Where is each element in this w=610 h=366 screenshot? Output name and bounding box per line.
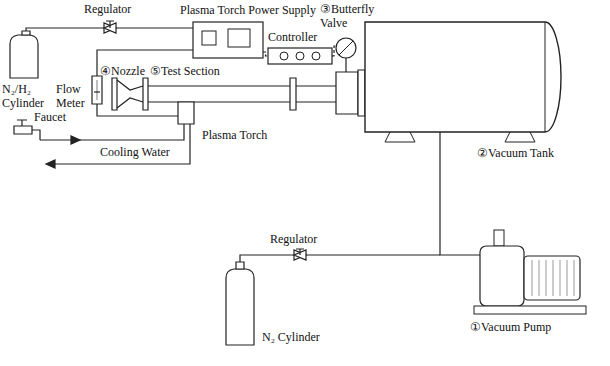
regulator-symbol — [106, 21, 114, 28]
cooling-fin — [532, 260, 533, 296]
vacuum-tank: ②Vacuum Tank — [365, 14, 565, 162]
signal-line — [332, 46, 336, 56]
cooling-fin — [553, 260, 554, 296]
faucet — [17, 120, 27, 126]
meter-window — [228, 29, 250, 47]
knob — [296, 52, 304, 60]
regulator-symbol — [294, 249, 306, 260]
valve-actuator — [336, 38, 356, 58]
part-name: Cooling Water — [100, 145, 170, 159]
valve-body — [336, 72, 358, 114]
gas-cylinder — [22, 31, 30, 35]
flow-meter — [97, 80, 98, 100]
gas-cylinder — [10, 31, 38, 78]
controller-box — [268, 48, 332, 64]
node-outline — [474, 230, 586, 314]
exhaust-stack — [494, 230, 504, 246]
tank-leg — [385, 132, 535, 142]
controller: Controller — [268, 30, 332, 66]
gas-cylinder — [10, 35, 38, 78]
cooling-fin — [546, 260, 547, 296]
part-name: Faucet — [34, 110, 66, 124]
pump-housing — [480, 246, 524, 306]
test-section — [148, 78, 336, 110]
regulator-symbol — [294, 250, 306, 260]
part-name: N₂/H₂ Cylinder — [2, 82, 54, 110]
cooling-water-pipe — [71, 136, 80, 144]
cooling-water-pipe — [46, 160, 55, 168]
regulator-symbol — [294, 250, 306, 260]
part-label: ②Vacuum Tank — [477, 146, 554, 160]
flow-meter — [92, 76, 102, 104]
regulator-symbol — [296, 249, 304, 255]
gas-cylinder — [236, 262, 244, 269]
test-section — [148, 86, 290, 102]
cooling-fin — [560, 260, 561, 296]
nozzle — [117, 80, 143, 90]
power-supply-box — [193, 22, 263, 58]
faucet — [14, 126, 32, 134]
cooling-water-pipe — [48, 124, 190, 164]
gas-pipe — [97, 104, 178, 116]
part-name: Flow Meter — [56, 82, 90, 110]
knob — [280, 52, 288, 60]
valve-body — [336, 58, 365, 116]
knob — [312, 52, 320, 60]
regulator-symbol — [104, 21, 116, 33]
part-name: Plasma Torch — [202, 128, 267, 142]
tank-seam — [545, 22, 546, 132]
plasma-torch — [178, 102, 194, 124]
node-art — [470, 222, 590, 336]
flow-meter — [92, 76, 102, 104]
nozzle — [112, 78, 148, 110]
cooling-water-pipe — [40, 124, 184, 140]
signal-line — [263, 52, 268, 56]
valve-disk — [339, 41, 353, 55]
part-name: ⑤Test Section — [150, 64, 220, 78]
cooling-fin — [539, 260, 540, 296]
test-section — [290, 78, 296, 110]
part-label: ③Butterfly Valve — [320, 2, 392, 30]
motor-body — [524, 256, 580, 300]
gas-pipe — [240, 255, 440, 262]
valve-body — [358, 70, 365, 116]
vacuum-pipe — [440, 132, 480, 255]
gas-cylinder — [226, 262, 254, 345]
part-name: N₂ Cylinder — [262, 330, 320, 344]
nozzle — [143, 78, 148, 110]
part-name: Regulator — [270, 232, 317, 246]
node-art — [365, 14, 565, 162]
gas-pipe — [240, 255, 440, 262]
meter-window — [202, 31, 216, 45]
nozzle — [112, 78, 117, 110]
gas-cylinder — [226, 269, 254, 345]
valve-body — [345, 58, 346, 72]
pump-base — [474, 306, 586, 314]
cooling-fin — [574, 260, 575, 296]
vacuum-pump: ①Vacuum Pump — [470, 222, 590, 336]
part-label: Controller — [268, 30, 317, 44]
node-outline — [365, 22, 561, 142]
test-section — [296, 86, 336, 102]
node-outline — [193, 22, 263, 58]
part-name: Regulator — [84, 2, 131, 16]
cooling-water-pipe — [40, 124, 190, 168]
part-name: ④Nozzle — [100, 64, 145, 78]
faucet — [32, 130, 40, 140]
part-label: ①Vacuum Pump — [470, 320, 551, 334]
node-outline — [268, 48, 332, 64]
cooling-fin — [567, 260, 568, 296]
plasma-torch — [178, 102, 194, 124]
node-outline — [336, 38, 356, 58]
tank-shell — [365, 22, 561, 132]
nozzle — [117, 98, 143, 108]
part-label: Plasma Torch Power Supply — [180, 3, 316, 17]
